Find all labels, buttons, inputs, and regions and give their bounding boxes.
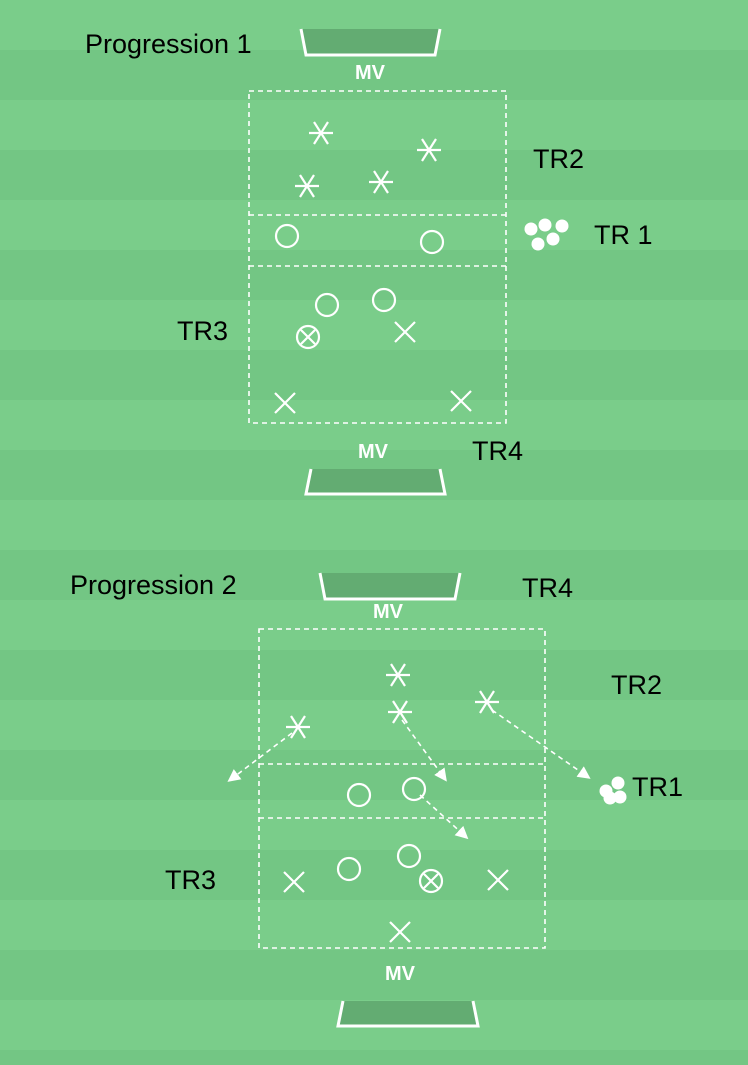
mv-label-bottom: MV — [358, 441, 389, 463]
asterisk-player-icon — [473, 689, 501, 715]
tr2-label: TR2 — [611, 670, 662, 700]
cross-player-icon — [393, 320, 417, 344]
tr4-label: TR4 — [522, 573, 573, 603]
circle-player-icon — [396, 843, 422, 869]
ball-player-icon — [418, 868, 444, 894]
progression-1: Progression 1 MV TR2 — [85, 28, 653, 496]
cross-player-icon — [282, 870, 306, 894]
mv-label-bottom: MV — [385, 963, 416, 985]
progression-2: Progression 2 MV TR4 — [70, 570, 683, 1028]
circle-player-icon — [274, 223, 300, 249]
asterisk-player-icon — [386, 699, 414, 725]
goal-icon — [299, 28, 442, 57]
asterisk-player-icon — [293, 173, 321, 199]
ball-player-icon — [295, 324, 321, 350]
asterisk-player-icon — [415, 137, 443, 163]
tr1-label: TR 1 — [594, 220, 653, 250]
circle-player-icon — [419, 229, 445, 255]
circle-player-icon — [346, 782, 372, 808]
progression-2-title: Progression 2 — [70, 570, 237, 600]
cross-player-icon — [273, 391, 297, 415]
progression-1-title: Progression 1 — [85, 29, 252, 59]
asterisk-player-icon — [367, 169, 395, 195]
goal-icon — [318, 572, 462, 601]
training-area — [258, 628, 546, 949]
tr4-label: TR4 — [472, 436, 523, 466]
mv-label-top: MV — [373, 601, 404, 623]
cross-player-icon — [388, 920, 412, 944]
goal-icon — [304, 468, 447, 496]
goal-icon — [336, 1000, 480, 1028]
asterisk-player-icon — [384, 662, 412, 688]
tr3-label: TR3 — [165, 865, 216, 895]
tr3-label: TR3 — [177, 316, 228, 346]
asterisk-player-icon — [307, 120, 335, 146]
dashed-arrow-icon — [227, 709, 591, 840]
circle-player-icon — [314, 292, 340, 318]
ball-cluster-icon — [599, 776, 627, 805]
training-area — [248, 90, 507, 424]
circle-player-icon — [371, 287, 397, 313]
tr2-label: TR2 — [533, 144, 584, 174]
cross-player-icon — [449, 389, 473, 413]
circle-player-icon — [336, 856, 362, 882]
tr1-label: TR1 — [632, 772, 683, 802]
mv-label-top: MV — [355, 62, 386, 84]
circle-player-icon — [401, 776, 427, 802]
ball-cluster-icon — [524, 218, 569, 251]
cross-player-icon — [486, 868, 510, 892]
